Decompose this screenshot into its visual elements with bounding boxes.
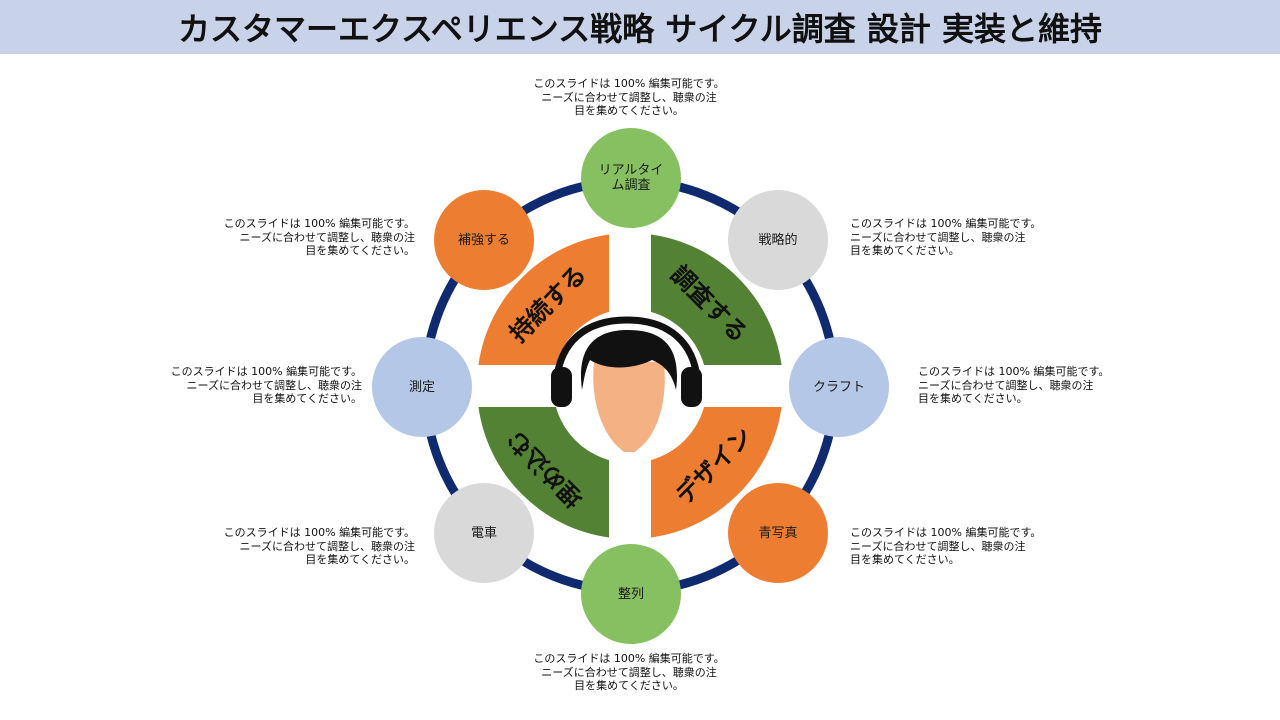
note-line: このスライドは 100% 編集可能です。 <box>918 365 1110 378</box>
note-line: ニーズに合わせて調整し、聴衆の注 <box>850 230 1026 244</box>
note-line: 目を集めてください。 <box>305 244 415 257</box>
cycle-node: リアルタイム調査 <box>581 128 681 228</box>
note-line: ニーズに合わせて調整し、聴衆の注 <box>541 90 717 104</box>
note-line: 目を集めてください。 <box>305 553 415 566</box>
node-note: このスライドは 100% 編集可能です。ニーズに合わせて調整し、聴衆の注目を集め… <box>162 365 362 406</box>
node-note: このスライドは 100% 編集可能です。ニーズに合わせて調整し、聴衆の注目を集め… <box>215 217 415 258</box>
note-line: ニーズに合わせて調整し、聴衆の注 <box>541 665 717 679</box>
node-note: このスライドは 100% 編集可能です。ニーズに合わせて調整し、聴衆の注目を集め… <box>529 77 729 118</box>
page-title: カスタマーエクスペリエンス戦略 サイクル調査 設計 実装と維持 <box>178 10 1102 48</box>
note-line: このスライドは 100% 編集可能です。 <box>850 217 1042 230</box>
note-line: 目を集めてください。 <box>574 104 684 117</box>
note-line: ニーズに合わせて調整し、聴衆の注 <box>239 539 415 553</box>
note-line: ニーズに合わせて調整し、聴衆の注 <box>850 539 1026 553</box>
note-line: このスライドは 100% 編集可能です。 <box>850 526 1042 539</box>
note-line: 目を集めてください。 <box>918 392 1028 405</box>
note-line: ニーズに合わせて調整し、聴衆の注 <box>918 378 1094 392</box>
node-note: このスライドは 100% 編集可能です。ニーズに合わせて調整し、聴衆の注目を集め… <box>918 365 1118 406</box>
note-line: 目を集めてください。 <box>850 553 960 566</box>
note-line: このスライドは 100% 編集可能です。 <box>533 77 725 90</box>
quadrant-sustain <box>478 234 609 365</box>
cycle-node: 電車 <box>434 483 534 583</box>
note-line: このスライドは 100% 編集可能です。 <box>533 652 725 665</box>
note-line: ニーズに合わせて調整し、聴衆の注 <box>186 378 362 392</box>
note-line: このスライドは 100% 編集可能です。 <box>223 526 415 539</box>
cycle-node: 測定 <box>372 337 472 437</box>
cycle-node: 青写真 <box>728 483 828 583</box>
node-note: このスライドは 100% 編集可能です。ニーズに合わせて調整し、聴衆の注目を集め… <box>850 526 1050 567</box>
quadrant-research <box>651 234 782 365</box>
cycle-node: 補強する <box>434 190 534 290</box>
note-line: このスライドは 100% 編集可能です。 <box>170 365 362 378</box>
note-line: 目を集めてください。 <box>574 679 684 692</box>
person-with-headset-icon <box>551 316 702 452</box>
node-note: このスライドは 100% 編集可能です。ニーズに合わせて調整し、聴衆の注目を集め… <box>215 526 415 567</box>
title-bar: カスタマーエクスペリエンス戦略 サイクル調査 設計 実装と維持 <box>0 0 1280 54</box>
note-line: 目を集めてください。 <box>850 244 960 257</box>
cycle-node: クラフト <box>789 337 889 437</box>
cycle-node: 戦略的 <box>728 190 828 290</box>
node-note: このスライドは 100% 編集可能です。ニーズに合わせて調整し、聴衆の注目を集め… <box>529 652 729 693</box>
quadrant-embed <box>478 407 609 538</box>
note-line: このスライドは 100% 編集可能です。 <box>223 217 415 230</box>
note-line: ニーズに合わせて調整し、聴衆の注 <box>239 230 415 244</box>
node-note: このスライドは 100% 編集可能です。ニーズに合わせて調整し、聴衆の注目を集め… <box>850 217 1050 258</box>
note-line: 目を集めてください。 <box>252 392 362 405</box>
cycle-node: 整列 <box>581 544 681 644</box>
quadrant-design <box>651 407 782 538</box>
